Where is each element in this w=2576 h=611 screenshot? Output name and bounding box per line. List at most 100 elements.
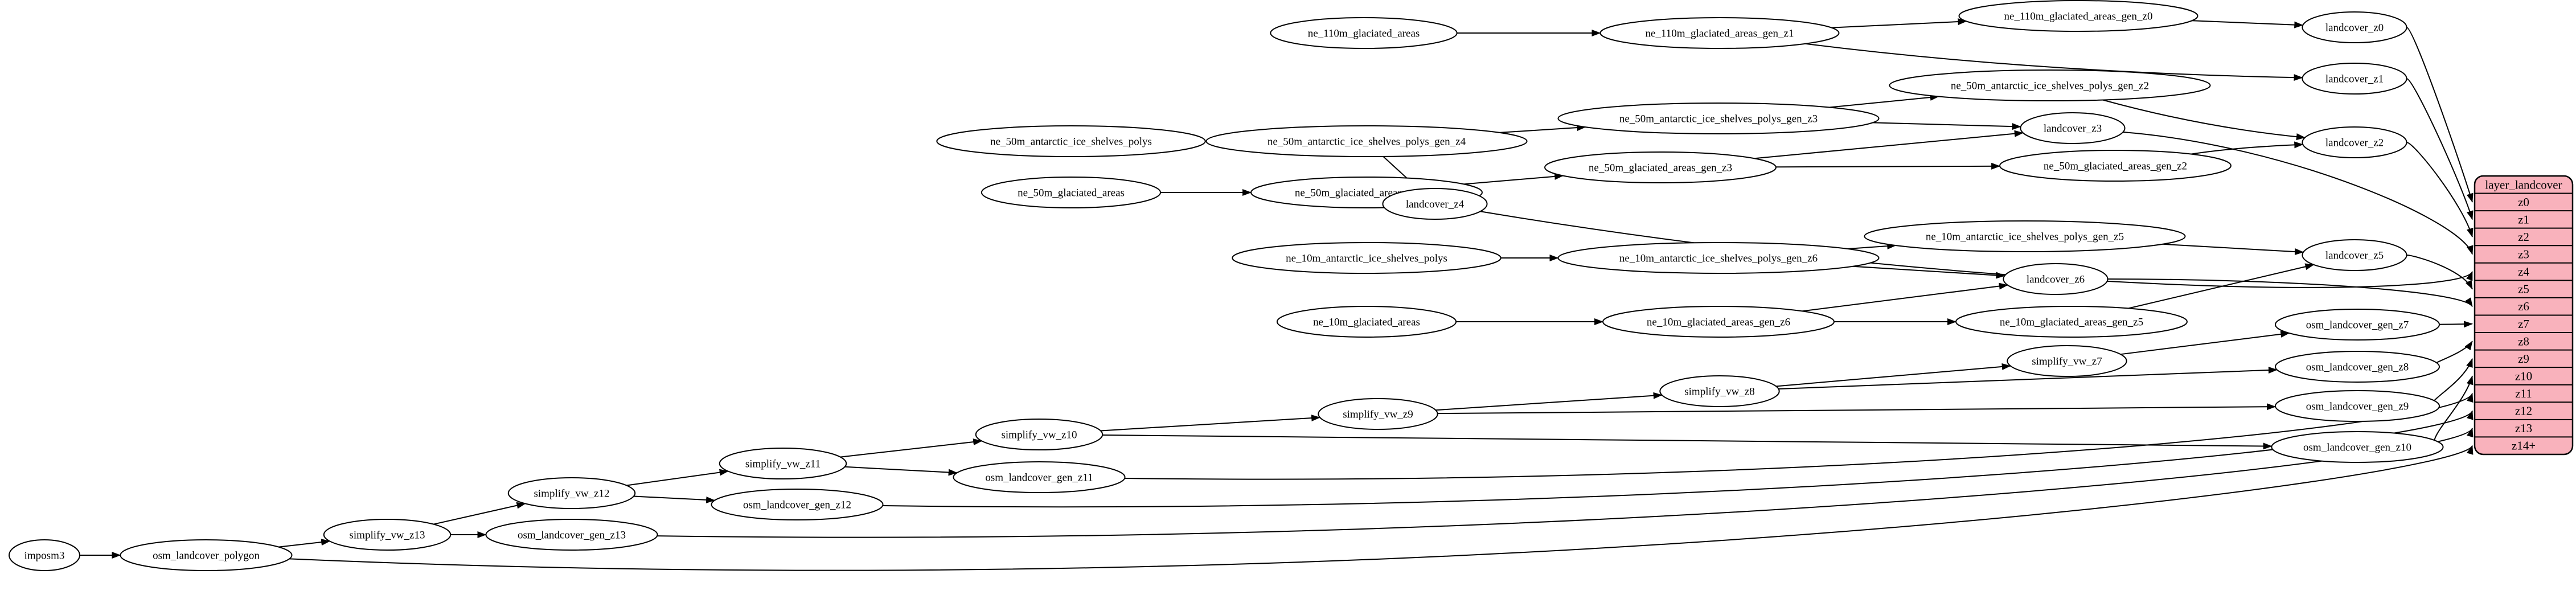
node-landcover_z5: landcover_z5	[2302, 239, 2407, 271]
edge-ne_50m_glaciated_areas_gen_z3-to-landcover_z3	[1754, 130, 2024, 159]
node-label-ne_110m_glaciated_areas_gen_z1: ne_110m_glaciated_areas_gen_z1	[1646, 28, 1794, 40]
table-row-z3: z3	[2518, 248, 2529, 261]
node-ne_50m_glaciated_areas: ne_50m_glaciated_areas	[981, 177, 1162, 208]
node-landcover_z1: landcover_z1	[2302, 63, 2407, 95]
node-ne_50m_antarctic_ice_shelves_polys_gen_z4: ne_50m_antarctic_ice_shelves_polys_gen_z…	[1205, 125, 1528, 157]
node-label-ne_50m_glaciated_areas_gen_z3: ne_50m_glaciated_areas_gen_z3	[1589, 162, 1732, 174]
node-label-osm_landcover_gen_z7: osm_landcover_gen_z7	[2306, 319, 2409, 331]
edge-osm_landcover_polygon-to-simplify_vw_z13	[278, 539, 331, 548]
node-label-simplify_vw_z8: simplify_vw_z8	[1684, 386, 1755, 398]
node-ellipse-ne_10m_antarctic_ice_shelves_polys_gen_z6	[1557, 242, 1880, 274]
node-ellipse-osm_landcover_gen_z7	[2275, 309, 2440, 341]
node-label-ne_10m_glaciated_areas_gen_z6: ne_10m_glaciated_areas_gen_z6	[1647, 317, 1790, 329]
node-ne_50m_glaciated_areas_gen_z2: ne_50m_glaciated_areas_gen_z2	[1999, 150, 2232, 182]
edge-simplify_vw_z11-to-osm_landcover_gen_z11	[844, 466, 958, 476]
edge-ne_50m_glaciated_areas_gen_z3-to-ne_50m_glaciated_areas_gen_z2	[1775, 162, 2001, 170]
node-ellipse-osm_landcover_gen_z8	[2275, 351, 2440, 383]
node-ellipse-imposm3	[9, 539, 80, 571]
node-landcover_z6: landcover_z6	[2003, 263, 2109, 295]
node-osm_landcover_gen_z7: osm_landcover_gen_z7	[2275, 309, 2440, 341]
node-ellipse-ne_110m_glaciated_areas	[1270, 17, 1458, 49]
node-ellipse-landcover_z4	[1382, 188, 1488, 220]
node-ellipse-ne_50m_glaciated_areas_gen_z3	[1544, 151, 1777, 183]
node-ellipse-osm_landcover_gen_z13	[485, 519, 658, 551]
node-ellipse-osm_landcover_gen_z11	[953, 461, 1126, 493]
edge-osm_landcover_gen_z10-to-table-z10	[2434, 375, 2474, 448]
node-ellipse-simplify_vw_z11	[719, 448, 847, 479]
edge-osm_landcover_gen_z12-to-table-z12	[883, 410, 2474, 508]
node-osm_landcover_polygon: osm_landcover_polygon	[120, 539, 293, 571]
node-simplify_vw_z11: simplify_vw_z11	[719, 448, 847, 479]
edge-simplify_vw_z13-to-simplify_vw_z12	[433, 502, 526, 525]
edge-simplify_vw_z8-to-osm_landcover_gen_z8	[1778, 366, 2278, 390]
edge-landcover_z0-to-table-z0	[2406, 27, 2474, 203]
node-ne_10m_glaciated_areas_gen_z6: ne_10m_glaciated_areas_gen_z6	[1602, 306, 1835, 338]
node-ellipse-ne_110m_glaciated_areas_gen_z1	[1599, 17, 1840, 49]
node-label-osm_landcover_gen_z11: osm_landcover_gen_z11	[985, 472, 1093, 484]
node-ellipse-landcover_z3	[2020, 112, 2126, 144]
node-label-ne_50m_antarctic_ice_shelves_polys_gen_z3: ne_50m_antarctic_ice_shelves_polys_gen_z…	[1619, 113, 1818, 125]
table-row-z10: z10	[2515, 369, 2532, 383]
node-label-landcover_z5: landcover_z5	[2325, 250, 2384, 262]
node-label-imposm3: imposm3	[24, 550, 65, 562]
node-label-simplify_vw_z10: simplify_vw_z10	[1002, 429, 1077, 441]
table-row-z7: z7	[2518, 317, 2529, 331]
node-ellipse-ne_50m_glaciated_areas_gen_z2	[1999, 150, 2232, 182]
node-ellipse-ne_10m_antarctic_ice_shelves_polys	[1232, 242, 1502, 274]
node-label-landcover_z3: landcover_z3	[2044, 123, 2102, 135]
node-simplify_vw_z12: simplify_vw_z12	[507, 477, 636, 509]
node-imposm3: imposm3	[9, 539, 80, 571]
node-ellipse-simplify_vw_z8	[1659, 375, 1780, 407]
node-ne_10m_glaciated_areas_gen_z5: ne_10m_glaciated_areas_gen_z5	[1955, 306, 2188, 338]
node-ellipse-landcover_z6	[2003, 263, 2109, 295]
table-row-z8: z8	[2518, 334, 2529, 348]
edge-simplify_vw_z9-to-osm_landcover_gen_z9	[1437, 403, 2276, 415]
node-label-osm_landcover_gen_z9: osm_landcover_gen_z9	[2306, 401, 2409, 413]
node-ne_10m_antarctic_ice_shelves_polys_gen_z6: ne_10m_antarctic_ice_shelves_polys_gen_z…	[1557, 242, 1880, 274]
edge-ne_10m_antarctic_ice_shelves_polys_gen_z6-to-landcover_z6	[1852, 265, 2005, 279]
edge-simplify_vw_z10-to-osm_landcover_gen_z10	[1102, 434, 2273, 450]
node-osm_landcover_gen_z8: osm_landcover_gen_z8	[2275, 351, 2440, 383]
node-osm_landcover_gen_z11: osm_landcover_gen_z11	[953, 461, 1126, 493]
node-label-simplify_vw_z9: simplify_vw_z9	[1343, 409, 1413, 421]
node-label-ne_10m_glaciated_areas: ne_10m_glaciated_areas	[1313, 317, 1420, 329]
edge-ne_110m_glaciated_areas_gen_z1-to-landcover_z1	[1805, 43, 2303, 81]
node-ne_10m_antarctic_ice_shelves_polys: ne_10m_antarctic_ice_shelves_polys	[1232, 242, 1502, 274]
node-label-landcover_z6: landcover_z6	[2027, 274, 2085, 286]
node-ne_50m_antarctic_ice_shelves_polys_gen_z2: ne_50m_antarctic_ice_shelves_polys_gen_z…	[1889, 69, 2211, 101]
edge-landcover_z6-to-table-z6	[2107, 278, 2473, 307]
node-ellipse-osm_landcover_gen_z10	[2271, 431, 2444, 463]
node-label-ne_10m_glaciated_areas_gen_z5: ne_10m_glaciated_areas_gen_z5	[2000, 317, 2143, 329]
node-label-landcover_z0: landcover_z0	[2325, 22, 2384, 34]
node-ellipse-ne_50m_antarctic_ice_shelves_polys	[936, 125, 1206, 157]
node-label-ne_10m_antarctic_ice_shelves_polys_gen_z5: ne_10m_antarctic_ice_shelves_polys_gen_z…	[1926, 231, 2124, 243]
node-ellipse-osm_landcover_gen_z12	[711, 489, 884, 520]
node-osm_landcover_gen_z9: osm_landcover_gen_z9	[2275, 390, 2440, 422]
node-ne_10m_glaciated_areas: ne_10m_glaciated_areas	[1276, 306, 1457, 338]
node-osm_landcover_gen_z12: osm_landcover_gen_z12	[711, 489, 884, 520]
node-label-landcover_z4: landcover_z4	[1406, 199, 1465, 211]
edge-simplify_vw_z9-to-simplify_vw_z8	[1435, 392, 1663, 411]
node-label-ne_110m_glaciated_areas: ne_110m_glaciated_areas	[1308, 28, 1420, 40]
edge-simplify_vw_z11-to-simplify_vw_z10	[840, 438, 983, 458]
node-ellipse-ne_10m_antarctic_ice_shelves_polys_gen_z5	[1864, 220, 2186, 252]
node-ellipse-simplify_vw_z12	[507, 477, 636, 509]
table-row-z5: z5	[2518, 282, 2529, 296]
node-simplify_vw_z10: simplify_vw_z10	[975, 419, 1104, 450]
node-label-osm_landcover_polygon: osm_landcover_polygon	[153, 550, 260, 562]
node-label-ne_10m_antarctic_ice_shelves_polys: ne_10m_antarctic_ice_shelves_polys	[1286, 253, 1447, 265]
edge-ne_110m_glaciated_areas_gen_z1-to-ne_110m_glaciated_areas_gen_z0	[1831, 18, 1967, 28]
table-row-z13: z13	[2515, 421, 2532, 435]
node-osm_landcover_gen_z10: osm_landcover_gen_z10	[2271, 431, 2444, 463]
node-ne_50m_antarctic_ice_shelves_polys: ne_50m_antarctic_ice_shelves_polys	[936, 125, 1206, 157]
edge-simplify_vw_z12-to-simplify_vw_z11	[626, 469, 729, 486]
node-ellipse-landcover_z2	[2302, 126, 2407, 158]
node-ne_110m_glaciated_areas_gen_z0: ne_110m_glaciated_areas_gen_z0	[1958, 0, 2198, 32]
node-ellipse-ne_50m_antarctic_ice_shelves_polys_gen_z3	[1557, 102, 1880, 134]
node-ne_50m_antarctic_ice_shelves_polys_gen_z3: ne_50m_antarctic_ice_shelves_polys_gen_z…	[1557, 102, 1880, 134]
edge-ne_10m_antarctic_ice_shelves_polys_gen_z5-to-landcover_z5	[2162, 243, 2304, 256]
edge-landcover_z3-to-table-z3	[2123, 132, 2474, 255]
edge-ne_10m_glaciated_areas_gen_z6-to-landcover_z6	[1802, 282, 2008, 312]
table-layer_landcover: layer_landcoverz0z1z2z3z4z5z6z7z8z9z10z1…	[2474, 175, 2574, 456]
